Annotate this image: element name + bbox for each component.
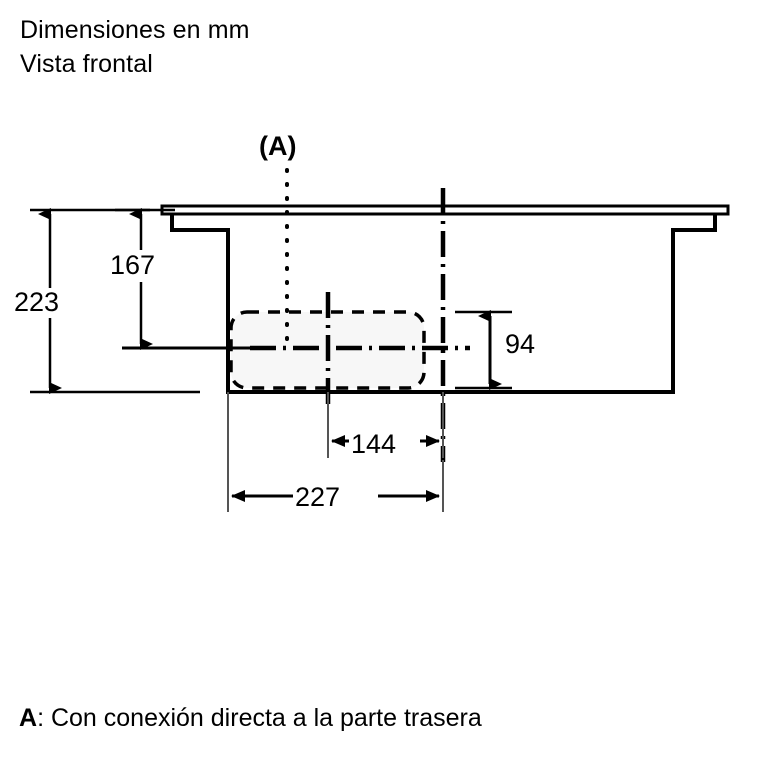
- appliance-body-outline: [170, 214, 717, 394]
- dimension-144: [327, 392, 444, 458]
- footnote-marker: A: [19, 704, 38, 732]
- page-title-line-1: Dimensiones en mm: [20, 16, 250, 44]
- dimension-label-227: 227: [295, 482, 341, 512]
- dimension-label-94: 94: [505, 329, 536, 359]
- footnote: A: Con conexión directa a la parte trase…: [19, 703, 482, 733]
- dimension-94: [455, 310, 512, 390]
- page-title-line-2: Vista frontal: [20, 50, 153, 78]
- dimension-label-144: 144: [351, 429, 397, 459]
- footnote-text: : Con conexión directa a la parte traser…: [37, 704, 482, 732]
- dimension-label-223: 223: [14, 287, 60, 317]
- dimension-label-167: 167: [110, 250, 156, 280]
- dimension-167: [115, 208, 250, 350]
- dimension-227: [227, 392, 444, 512]
- callout-label-a: (A): [259, 131, 297, 161]
